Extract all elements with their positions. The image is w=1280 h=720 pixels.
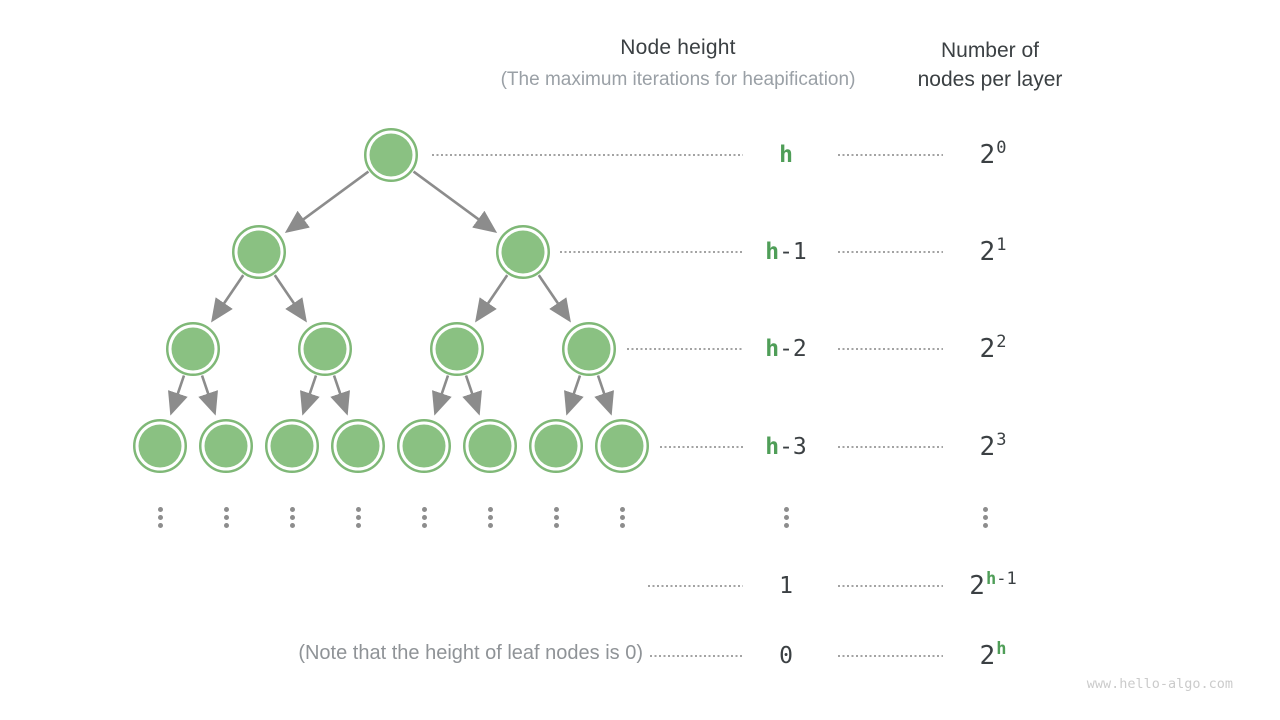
- node-count-label: 20: [979, 138, 1007, 170]
- vertical-ellipsis: [157, 507, 163, 528]
- height-label: 1: [779, 573, 793, 599]
- height-value: h: [779, 142, 793, 168]
- tree-node: [529, 419, 583, 473]
- node-count-label: 21: [979, 235, 1007, 267]
- tree-node: [265, 419, 319, 473]
- node-count-label: 2h-1: [969, 569, 1017, 601]
- dotted-connector: [650, 655, 743, 657]
- tree-node: [397, 419, 451, 473]
- tree-edge-arrow: [300, 375, 320, 416]
- level-row-h-1: h-1 21: [0, 232, 1280, 272]
- vertical-ellipsis: [982, 507, 988, 528]
- node-height-title: Node height: [620, 36, 736, 59]
- level-row-1: 1 2h-1: [0, 566, 1280, 606]
- vertical-ellipsis: [289, 507, 295, 528]
- node-height-header: Node height (The maximum iterations for …: [428, 36, 928, 91]
- height-label: h: [746, 135, 826, 175]
- tree-edge-arrow: [564, 375, 584, 416]
- level-row-h-3: h-3 23: [0, 427, 1280, 467]
- vertical-ellipsis: [223, 507, 229, 528]
- tree-edge-arrow: [412, 170, 498, 233]
- vertical-ellipsis: [487, 507, 493, 528]
- tree-node: [496, 225, 550, 279]
- vertical-ellipsis: [553, 507, 559, 528]
- dotted-connector: [660, 446, 743, 448]
- tree-edge-arrow: [273, 274, 307, 323]
- node-count-label: 2h: [979, 639, 1007, 671]
- level-row-h-2: h-2 22: [0, 329, 1280, 369]
- node-count-label: 22: [979, 332, 1007, 364]
- tree-node: [166, 322, 220, 376]
- vertical-ellipsis: [619, 507, 625, 528]
- tree-node: [133, 419, 187, 473]
- tree-node: [595, 419, 649, 473]
- vertical-ellipsis: [355, 507, 361, 528]
- tree-node: [298, 322, 352, 376]
- node-count-label: 23: [979, 430, 1007, 462]
- dotted-connector: [838, 585, 943, 587]
- dotted-connector: [432, 154, 743, 156]
- dotted-connector: [838, 348, 943, 350]
- height-label: h-3: [765, 434, 807, 460]
- nodes-per-layer-line1: Number of: [940, 39, 1040, 62]
- level-row-h: h 20: [0, 135, 1280, 175]
- tree-edge-arrow: [537, 274, 571, 323]
- tree-node: [430, 322, 484, 376]
- dotted-connector: [838, 446, 943, 448]
- vertical-ellipsis: [783, 507, 789, 528]
- dotted-connector: [838, 251, 943, 253]
- tree-node: [562, 322, 616, 376]
- tree-edge-arrow: [284, 170, 370, 233]
- level-row-0: 0 2h: [0, 636, 1280, 676]
- tree-node: [364, 128, 418, 182]
- vertical-ellipsis: [421, 507, 427, 528]
- nodes-per-layer-header: Number of nodes per layer: [870, 36, 1110, 94]
- height-label: h-1: [765, 239, 807, 265]
- nodes-per-layer-line2: nodes per layer: [917, 68, 1063, 91]
- dotted-connector: [560, 251, 743, 253]
- tree-edge-arrow: [475, 274, 509, 323]
- watermark-url: www.hello-algo.com: [1086, 676, 1233, 692]
- tree-node: [463, 419, 517, 473]
- tree-node: [199, 419, 253, 473]
- tree-edge-arrow: [211, 274, 245, 323]
- node-height-subtitle: (The maximum iterations for heapificatio…: [500, 69, 856, 90]
- tree-edge-arrow: [594, 375, 614, 416]
- tree-edge-arrow: [432, 375, 452, 416]
- dotted-connector: [648, 585, 743, 587]
- dotted-connector: [838, 655, 943, 657]
- tree-node: [331, 419, 385, 473]
- height-label: 0: [779, 643, 793, 669]
- tree-edge-arrow: [330, 375, 350, 416]
- height-label: h-2: [765, 336, 807, 362]
- tree-edge-arrow: [462, 375, 482, 416]
- dotted-connector: [838, 154, 943, 156]
- leaf-height-note: (Note that the height of leaf nodes is 0…: [298, 642, 643, 664]
- tree-node: [232, 225, 286, 279]
- dotted-connector: [627, 348, 743, 350]
- tree-edge-arrow: [198, 375, 218, 416]
- tree-edge-arrow: [168, 375, 188, 416]
